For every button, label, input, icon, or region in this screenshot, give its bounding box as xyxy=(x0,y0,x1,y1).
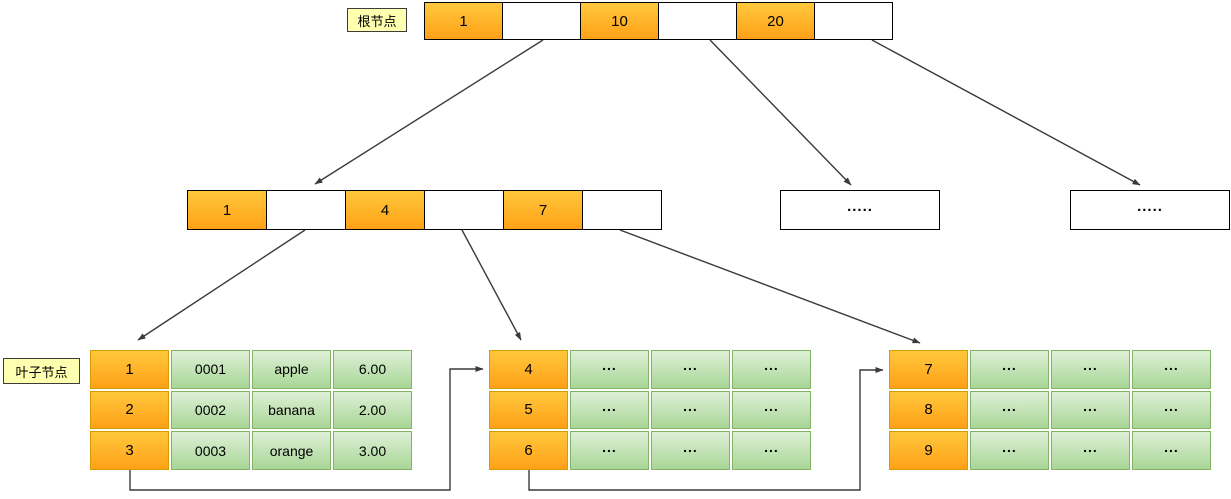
dots-text: ... xyxy=(1002,397,1017,414)
leaf-data-cell: ... xyxy=(651,350,730,389)
root-key-cell: 1 xyxy=(424,2,503,40)
collapsed-node-dots: ..... xyxy=(847,197,873,215)
root-pointer-cell xyxy=(814,2,893,40)
leaf-data-cell: ... xyxy=(1051,431,1130,470)
leaf-data-cell: 0003 xyxy=(171,431,250,470)
leaf-table-1: 1 0001 apple 6.00 2 0002 banana 2.00 3 0… xyxy=(90,350,412,470)
leaf-data-cell: ... xyxy=(651,431,730,470)
dots-text: ... xyxy=(1164,357,1179,374)
dots-text: ... xyxy=(602,357,617,374)
root-node-label: 根节点 xyxy=(347,8,407,32)
root-key-cell: 10 xyxy=(580,2,659,40)
leaf-data-cell: ... xyxy=(1132,350,1211,389)
internal-key-cell: 4 xyxy=(345,190,425,230)
leaf-key-cell: 6 xyxy=(489,431,568,470)
leaf-data-cell: ... xyxy=(1051,350,1130,389)
leaf-data-cell: ... xyxy=(970,350,1049,389)
dots-text: ... xyxy=(1164,397,1179,414)
dots-text: ... xyxy=(602,397,617,414)
leaf-data-cell: ... xyxy=(1132,431,1211,470)
edge-internal-to-leaf-3 xyxy=(619,229,921,344)
dots-text: ... xyxy=(683,438,698,455)
root-key-cell: 20 xyxy=(736,2,815,40)
collapsed-node-right: ..... xyxy=(1070,190,1230,230)
dots-text: ... xyxy=(764,357,779,374)
leaf-table-3: 7 ... ... ... 8 ... ... ... 9 ... ... ..… xyxy=(889,350,1211,470)
leaf-node-label: 叶子节点 xyxy=(3,358,80,384)
dots-text: ... xyxy=(1083,438,1098,455)
leaf-key-cell: 5 xyxy=(489,390,568,430)
edge-root-to-collapsed-left xyxy=(709,39,852,186)
collapsed-node-left: ..... xyxy=(780,190,940,230)
edge-root-to-internal xyxy=(314,39,544,185)
leaf-data-cell: 3.00 xyxy=(333,431,412,470)
dots-text: ... xyxy=(764,397,779,414)
dots-text: ... xyxy=(1002,438,1017,455)
internal-key-cell: 1 xyxy=(187,190,267,230)
dots-text: ... xyxy=(683,397,698,414)
dots-text: ... xyxy=(1083,357,1098,374)
internal-pointer-cell xyxy=(582,190,662,230)
dots-text: ... xyxy=(764,438,779,455)
internal-pointer-cell xyxy=(424,190,504,230)
leaf-data-cell: ... xyxy=(970,431,1049,470)
leaf-key-cell: 9 xyxy=(889,431,968,470)
leaf-data-cell: ... xyxy=(970,390,1049,430)
leaf-data-cell: ... xyxy=(732,431,811,470)
collapsed-node-dots: ..... xyxy=(1137,197,1163,215)
root-pointer-cell xyxy=(502,2,581,40)
leaf-data-cell: 0001 xyxy=(171,350,250,389)
leaf-data-cell: ... xyxy=(1051,390,1130,430)
dots-text: ... xyxy=(1002,357,1017,374)
leaf-data-cell: banana xyxy=(252,390,331,430)
root-node: 1 10 20 xyxy=(424,2,893,40)
leaf-data-cell: ... xyxy=(1132,390,1211,430)
leaf-key-cell: 8 xyxy=(889,390,968,430)
leaf-data-cell: ... xyxy=(732,350,811,389)
internal-node: 1 4 7 xyxy=(187,190,662,230)
leaf-data-cell: ... xyxy=(570,431,649,470)
leaf-data-cell: ... xyxy=(570,390,649,430)
internal-pointer-cell xyxy=(266,190,346,230)
dots-text: ... xyxy=(1164,438,1179,455)
internal-key-cell: 7 xyxy=(503,190,583,230)
leaf-key-cell: 2 xyxy=(90,390,169,430)
leaf-data-cell: 0002 xyxy=(171,390,250,430)
leaf-data-cell: ... xyxy=(651,390,730,430)
leaf-key-cell: 1 xyxy=(90,350,169,389)
root-pointer-cell xyxy=(658,2,737,40)
leaf-data-cell: ... xyxy=(732,390,811,430)
dots-text: ... xyxy=(683,357,698,374)
edge-root-to-collapsed-right xyxy=(871,39,1141,186)
dots-text: ... xyxy=(602,438,617,455)
leaf-key-cell: 3 xyxy=(90,431,169,470)
edge-internal-to-leaf-2 xyxy=(461,229,522,341)
leaf-data-cell: 2.00 xyxy=(333,390,412,430)
leaf-table-2: 4 ... ... ... 5 ... ... ... 6 ... ... ..… xyxy=(489,350,811,470)
leaf-data-cell: apple xyxy=(252,350,331,389)
leaf-data-cell: 6.00 xyxy=(333,350,412,389)
dots-text: ... xyxy=(1083,397,1098,414)
leaf-key-cell: 7 xyxy=(889,350,968,389)
edge-internal-to-leaf-1 xyxy=(137,229,306,341)
leaf-key-cell: 4 xyxy=(489,350,568,389)
leaf-data-cell: orange xyxy=(252,431,331,470)
leaf-data-cell: ... xyxy=(570,350,649,389)
